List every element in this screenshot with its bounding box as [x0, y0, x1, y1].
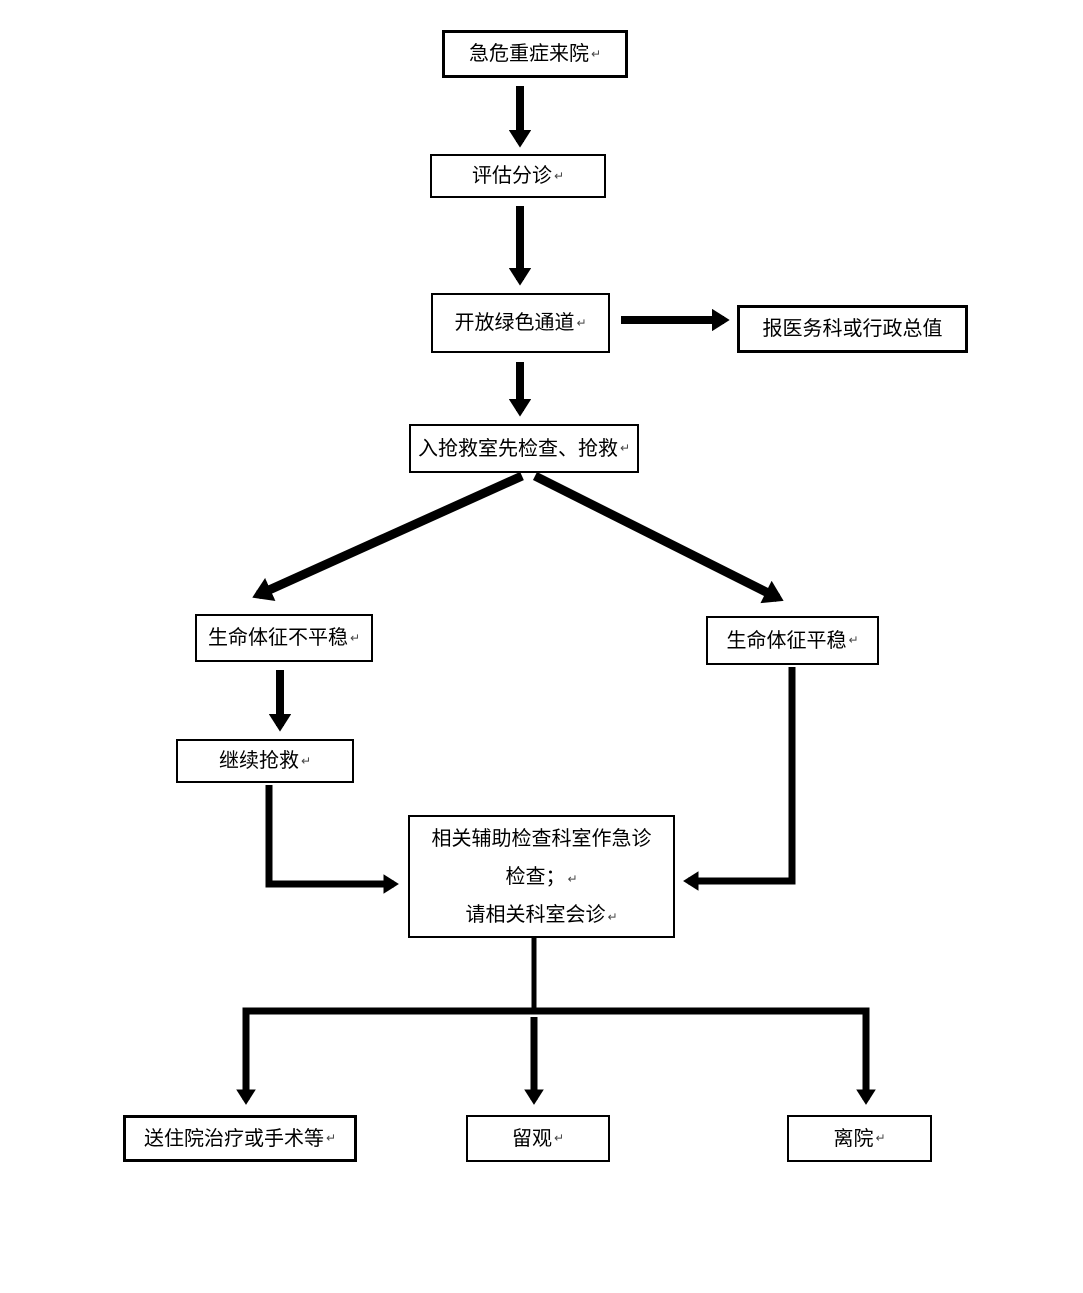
- node-continue-rescue-label: 继续抢救: [218, 750, 299, 772]
- paragraph-mark: ↵: [607, 909, 618, 924]
- arrow-continue-rescue-to-aux-exam: [265, 785, 399, 894]
- paragraph-mark: ↵: [325, 1131, 337, 1146]
- arrow-rescue-room-to-stable: [532, 471, 784, 604]
- paragraph-mark: ↵: [619, 441, 631, 456]
- node-green-channel: 开放绿色通道↵: [431, 293, 610, 353]
- node-observe: 留观↵: [466, 1115, 610, 1162]
- node-arrival-label: 急危重症来院: [468, 43, 589, 65]
- node-aux-exam-line1: 相关辅助检查科室作急诊: [431, 827, 652, 850]
- paragraph-mark: ↵: [590, 46, 602, 61]
- node-discharge: 离院↵: [787, 1115, 932, 1162]
- node-triage-label: 评估分诊: [471, 165, 552, 187]
- node-triage: 评估分诊↵: [430, 154, 606, 198]
- arrow-stable-to-aux-exam: [683, 667, 796, 891]
- node-arrival: 急危重症来院↵: [442, 30, 628, 78]
- node-rescue-room: 入抢救室先检查、抢救↵: [409, 424, 639, 473]
- node-observe-label: 留观: [511, 1127, 552, 1150]
- node-report-label: 报医务科或行政总值: [762, 318, 943, 340]
- paragraph-mark: ↵: [300, 753, 312, 768]
- node-unstable-label: 生命体征不平稳: [207, 627, 348, 649]
- paragraph-mark: ↵: [875, 1131, 886, 1146]
- arrow-rescue-room-to-unstable: [252, 471, 524, 601]
- paragraph-mark: ↵: [576, 315, 587, 330]
- paragraph-mark: ↵: [553, 1131, 565, 1146]
- paragraph-mark: ↵: [848, 633, 859, 648]
- node-unstable: 生命体征不平稳↵: [195, 614, 373, 662]
- node-stable: 生命体征平稳↵: [706, 616, 879, 665]
- node-admit-label: 送住院治疗或手术等: [143, 1127, 324, 1150]
- node-report: 报医务科或行政总值: [737, 305, 968, 353]
- paragraph-mark: ↵: [349, 630, 361, 645]
- node-continue-rescue: 继续抢救↵: [176, 739, 354, 783]
- node-admit: 送住院治疗或手术等↵: [123, 1115, 357, 1162]
- node-green-channel-label: 开放绿色通道: [454, 312, 575, 334]
- node-stable-label: 生命体征平稳: [726, 629, 847, 652]
- paragraph-mark: ↵: [553, 168, 565, 183]
- node-rescue-room-label: 入抢救室先检查、抢救: [417, 437, 618, 460]
- node-aux-exam-line3: 请相关科室会诊↵: [465, 903, 618, 926]
- paragraph-mark: ↵: [567, 871, 578, 886]
- node-discharge-label: 离院: [833, 1127, 874, 1150]
- node-aux-exam-line2: 检查；↵: [505, 865, 578, 888]
- node-aux-exam: 相关辅助检查科室作急诊 检查；↵ 请相关科室会诊↵: [408, 815, 675, 938]
